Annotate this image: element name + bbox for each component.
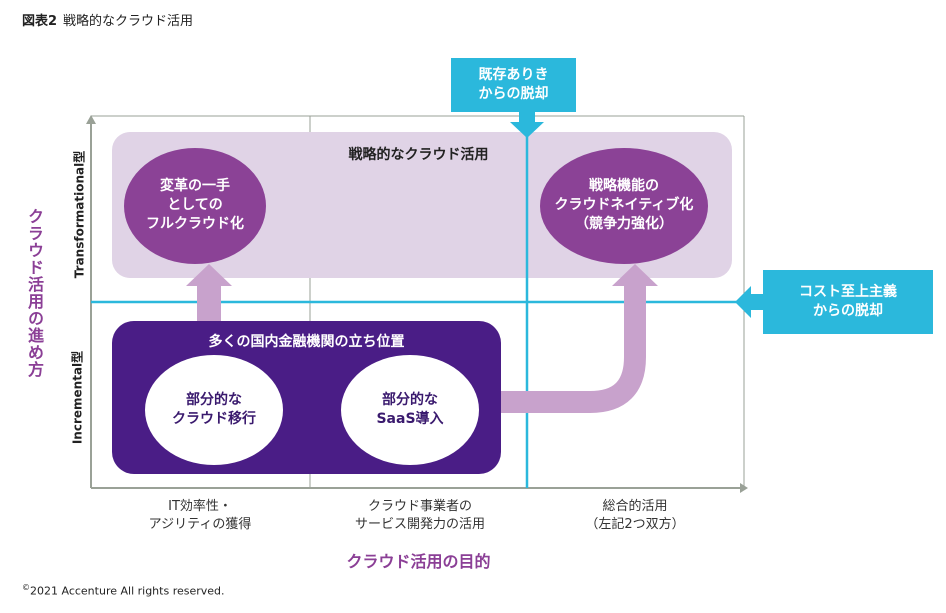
node-full-cloud-shape [124, 148, 266, 264]
node-partial-saas-line1: 部分的な [382, 392, 438, 408]
incremental-region-label: 多くの国内金融機関の立ち位置 [208, 334, 405, 350]
node-cloud-native-shape [540, 148, 708, 264]
node-partial-migration-line2: クラウド移行 [172, 410, 256, 427]
figure-title-text: 戦略的なクラウド活用 [63, 14, 194, 29]
callout-right-arrow-shaft [750, 294, 764, 310]
x-tick-comprehensive-line2: （左記2つ双方） [585, 516, 685, 532]
callout-right-arrow-head [735, 286, 751, 318]
y-axis-title: クラウド活用の進め方 [25, 208, 44, 378]
copyright: ©2021 Accenture All rights reserved. [22, 583, 225, 598]
callout-top-line2: からの脱却 [478, 85, 549, 102]
x-tick-comprehensive-line1: 総合的活用 [602, 499, 668, 514]
callout-top-arrow-head [510, 122, 544, 138]
x-tick-it-efficiency: IT効率性・ アジリティの獲得 [110, 498, 290, 533]
node-partial-migration-shape [145, 355, 283, 465]
y-tick-incremental: Incremental型 [70, 350, 85, 445]
figure-title: 図表2 戦略的なクラウド活用 [22, 10, 193, 29]
upgrade-arrow-left-shaft [197, 282, 221, 322]
node-partial-saas-line2: SaaS導入 [376, 410, 444, 427]
node-full-cloud-line2: としての [167, 196, 223, 213]
callout-top-box [451, 58, 576, 112]
upgrade-arrow-right-path [495, 282, 646, 413]
x-tick-it-efficiency-line2: アジリティの獲得 [148, 516, 252, 532]
x-tick-comprehensive: 総合的活用 （左記2つ双方） [545, 498, 725, 533]
strategic-region-label: 戦略的なクラウド活用 [348, 147, 489, 163]
upgrade-arrow-left-head [186, 264, 232, 286]
node-full-cloud: 変革の一手 としての フルクラウド化 [124, 177, 266, 234]
figure-number: 図表2 [22, 14, 58, 29]
y-tick-transformational: Transformational型 [72, 150, 87, 279]
node-partial-saas: 部分的な SaaS導入 [341, 391, 479, 429]
callout-right: コスト至上主義 からの脱却 [763, 283, 933, 321]
node-partial-migration: 部分的な クラウド移行 [145, 391, 283, 429]
callout-top-arrow-shaft [519, 112, 535, 123]
x-tick-provider-capability-line1: クラウド事業者の [367, 499, 472, 514]
callout-right-line1: コスト至上主義 [799, 284, 897, 300]
node-cloud-native-line2: クラウドネイティブ化 [554, 196, 694, 213]
x-tick-provider-capability-line2: サービス開発力の活用 [354, 516, 485, 532]
node-partial-saas-shape [341, 355, 479, 465]
y-axis-arrowhead [86, 115, 96, 124]
node-cloud-native-line1: 戦略機能の [589, 178, 659, 194]
callout-top-line1: 既存ありき [478, 67, 549, 83]
node-cloud-native: 戦略機能の クラウドネイティブ化 （競争力強化） [540, 177, 708, 234]
x-tick-it-efficiency-line1: IT効率性・ [168, 499, 232, 514]
upgrade-arrow-right-head [612, 264, 658, 286]
node-cloud-native-line3: （競争力強化） [575, 215, 673, 232]
node-partial-migration-line1: 部分的な [186, 392, 242, 408]
callout-right-line2: からの脱却 [813, 302, 883, 319]
callout-right-box [763, 270, 933, 334]
copyright-text: 2021 Accenture All rights reserved. [30, 584, 225, 598]
x-tick-provider-capability: クラウド事業者の サービス開発力の活用 [325, 498, 515, 533]
node-full-cloud-line3: フルクラウド化 [146, 215, 244, 232]
node-full-cloud-line1: 変革の一手 [160, 178, 230, 194]
callout-top: 既存ありき からの脱却 [451, 66, 576, 104]
x-axis-title: クラウド活用の目的 [346, 552, 491, 571]
copyright-symbol: © [22, 583, 30, 592]
